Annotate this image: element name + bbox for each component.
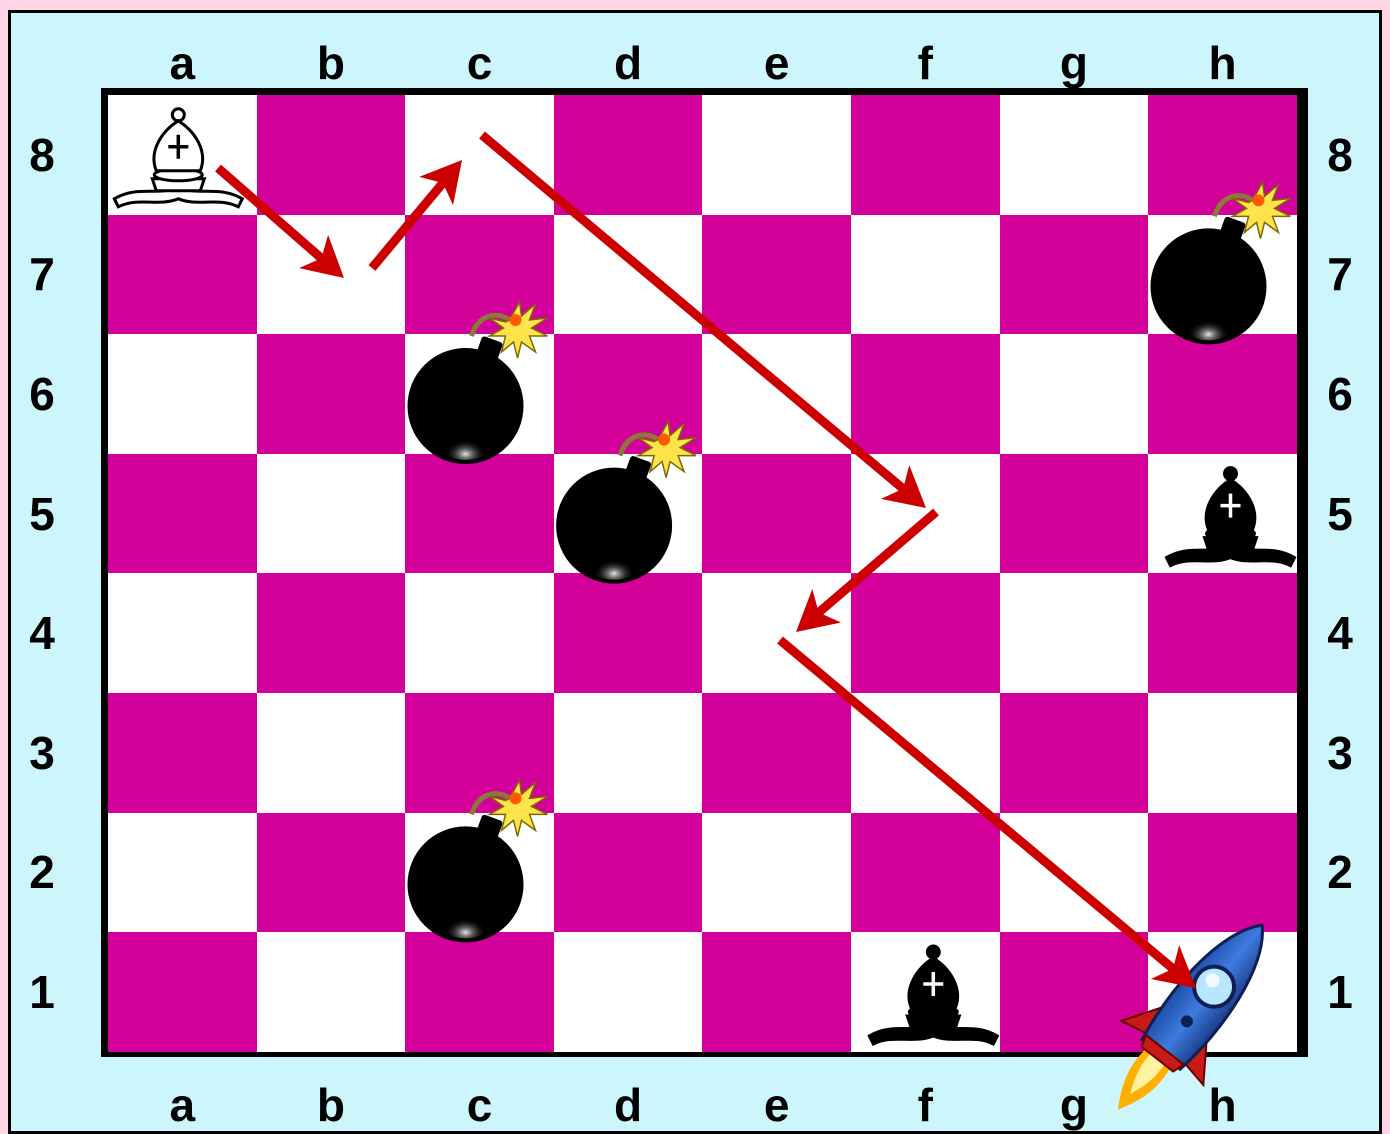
bomb-icon-c6 (408, 302, 548, 464)
bomb-icon-d5 (556, 422, 696, 584)
black-bishop-icon-f1 (869, 946, 997, 1044)
move-arrow-a8-b7 (218, 168, 344, 278)
rocket-icon-h1 (1077, 893, 1303, 1134)
bomb-icon-h7 (1151, 182, 1291, 344)
move-arrow-c8-f5 (482, 135, 926, 508)
bomb-icon-c2 (408, 780, 548, 942)
white-bishop-icon-a8 (114, 109, 242, 207)
move-arrow-b7-c8 (372, 160, 462, 268)
move-arrow-f5-e4 (796, 512, 936, 632)
black-bishop-icon-h5 (1167, 468, 1295, 566)
move-arrow-e4-h1 (780, 640, 1196, 988)
